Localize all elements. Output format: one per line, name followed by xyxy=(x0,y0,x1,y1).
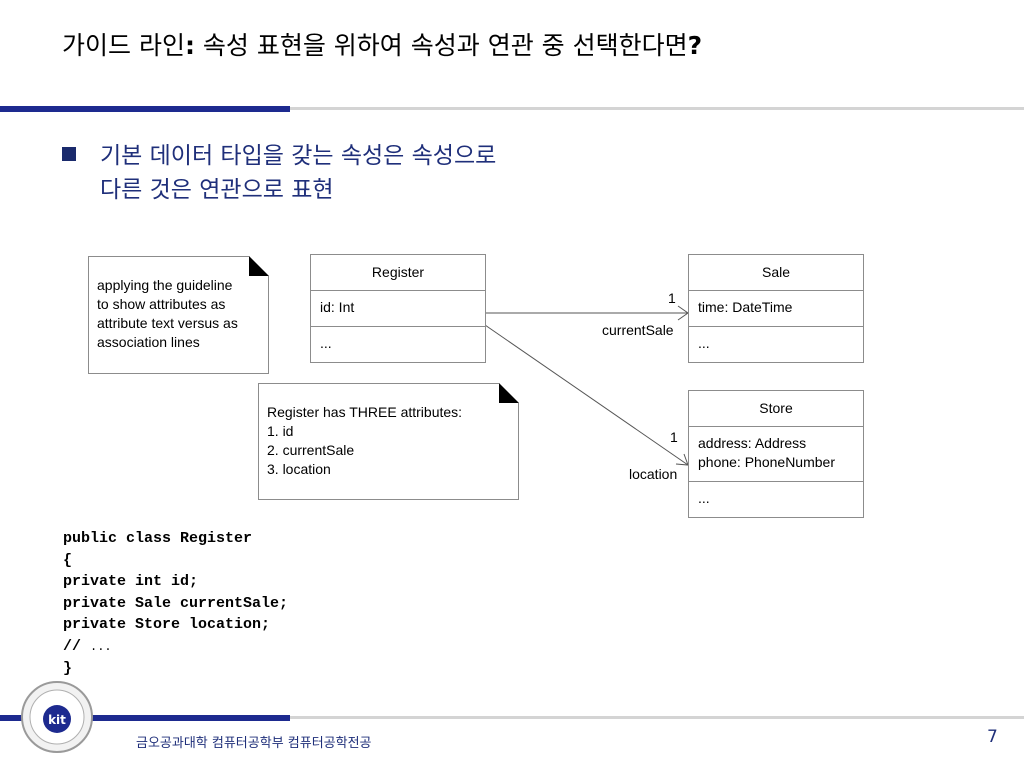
attribute: time: DateTime xyxy=(698,299,793,315)
code-comment: // xyxy=(63,637,91,655)
attribute: phone: PhoneNumber xyxy=(698,454,835,470)
square-bullet-icon xyxy=(62,147,76,161)
title-question-mark: ? xyxy=(687,31,703,60)
note-guideline: applying the guideline to show attribute… xyxy=(88,256,269,374)
role-location: location xyxy=(629,466,678,482)
multiplicity-location: 1 xyxy=(670,429,678,445)
logo-text: kit xyxy=(48,713,66,727)
note-line: to show attributes as xyxy=(97,296,226,312)
note-line: attribute text versus as xyxy=(97,315,238,331)
note-line: 2. currentSale xyxy=(267,442,355,458)
code-line: public class Register xyxy=(63,530,253,547)
bullet-point: 기본 데이터 타입을 갖는 속성은 속성으로 다른 것은 연관으로 표현 xyxy=(100,139,496,207)
note-line: applying the guideline xyxy=(97,277,233,293)
note-fold-icon xyxy=(249,256,269,276)
footer-divider-gray xyxy=(0,716,1024,719)
bullet-line-1: 기본 데이터 타입을 갖는 속성은 속성으로 xyxy=(100,143,497,169)
code-line: { xyxy=(63,551,73,569)
code-line: private int id; xyxy=(63,573,199,590)
title-colon: : xyxy=(184,31,195,60)
title-divider-blue xyxy=(0,106,290,112)
note-line: Register has THREE attributes: xyxy=(267,404,463,420)
slide-title: 가이드 라인: 속성 표현을 위하여 속성과 연관 중 선택한다면? xyxy=(62,26,702,62)
bullet-line-2: 다른 것은 연관으로 표현 xyxy=(100,177,334,203)
role-current-sale: currentSale xyxy=(602,322,674,338)
title-rest: 속성 표현을 위하여 속성과 연관 중 선택한다면 xyxy=(194,31,688,60)
code-line: } xyxy=(63,660,73,677)
page-number: 7 xyxy=(987,727,998,747)
multiplicity-current-sale: 1 xyxy=(668,290,676,306)
code-ellipsis: ... xyxy=(90,639,112,654)
code-line: private Store location; xyxy=(63,616,271,633)
association-line-location xyxy=(484,324,689,466)
class-register: Register id: Int ... xyxy=(310,254,486,363)
title-divider-gray xyxy=(0,107,1024,110)
class-name: Sale xyxy=(689,255,863,291)
note-register-attributes: Register has THREE attributes: 1. id 2. … xyxy=(258,383,519,500)
attribute: address: Address xyxy=(698,435,807,451)
code-line: // ... xyxy=(63,636,288,659)
title-text: 가이드 라인 xyxy=(62,31,185,60)
university-logo-icon: kit xyxy=(21,681,93,753)
class-attributes: id: Int xyxy=(311,291,485,327)
note-line: 1. id xyxy=(267,423,294,439)
class-store: Store address: Address phone: PhoneNumbe… xyxy=(688,390,864,518)
code-block: public class Register { private int id; … xyxy=(63,528,288,680)
class-attributes: address: Address phone: PhoneNumber xyxy=(689,427,863,482)
class-name: Store xyxy=(689,391,863,427)
class-sale: Sale time: DateTime ... xyxy=(688,254,864,363)
code-line: private Sale currentSale; xyxy=(63,594,289,612)
class-operations: ... xyxy=(698,335,710,351)
note-line: association lines xyxy=(97,334,200,350)
note-fold-icon xyxy=(499,383,519,403)
attribute: id: Int xyxy=(320,299,355,315)
class-name: Register xyxy=(311,255,485,291)
class-operations: ... xyxy=(698,490,710,506)
footer-department: 금오공과대학 컴퓨터공학부 컴퓨터공학전공 xyxy=(136,736,372,751)
class-operations: ... xyxy=(320,335,332,351)
class-attributes: time: DateTime xyxy=(689,291,863,327)
note-line: 3. location xyxy=(267,461,331,477)
footer-divider-blue xyxy=(0,715,290,721)
